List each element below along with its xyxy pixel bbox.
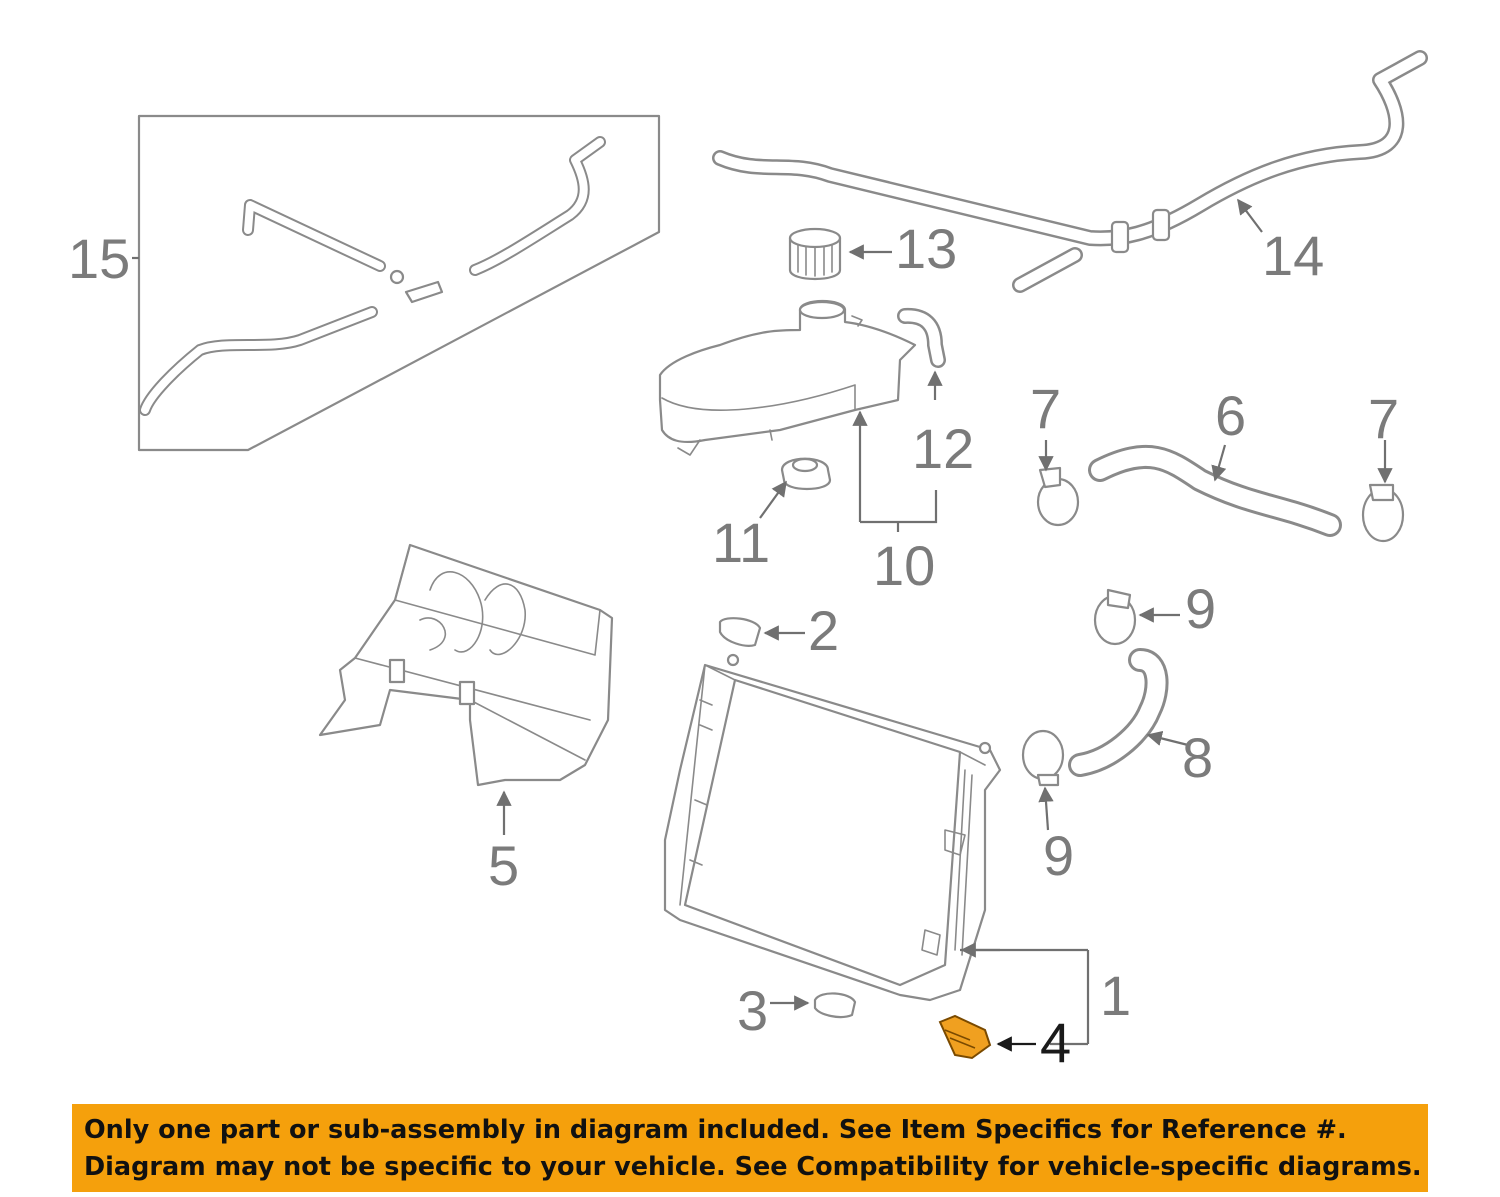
callout-5: 5 (488, 834, 519, 897)
callout-13: 13 (895, 217, 957, 280)
seal-2 (718, 617, 762, 647)
callout-1: 1 (1100, 964, 1131, 1027)
disclaimer-line-2: Diagram may not be specific to your vehi… (84, 1152, 1422, 1182)
callout-6: 6 (1215, 384, 1246, 447)
plug-3 (813, 992, 857, 1019)
clamp-9-bottom (1021, 729, 1065, 787)
hose-8 (1068, 648, 1169, 777)
reservoir-10 (658, 300, 917, 456)
baffle-5 (318, 543, 614, 787)
callout-2: 2 (808, 599, 839, 662)
clamp-9-top (1093, 588, 1137, 646)
callout-11: 11 (712, 511, 770, 574)
callout-12: 12 (912, 417, 974, 480)
clamp-7-right (1361, 483, 1405, 543)
callout-15: 15 (68, 227, 130, 290)
callout-4: 4 (1040, 1011, 1071, 1074)
callout-7-right: 7 (1368, 387, 1399, 450)
callout-3: 3 (737, 979, 768, 1042)
callout-8: 8 (1182, 726, 1213, 789)
clamp-7-left (1036, 466, 1080, 527)
callout-14: 14 (1262, 224, 1324, 287)
hose-6 (1088, 444, 1342, 537)
callout-7-left: 7 (1030, 377, 1061, 440)
disclaimer-line-1: Only one part or sub-assembly in diagram… (84, 1115, 1347, 1145)
grommet-11 (780, 457, 832, 490)
radiator-1 (663, 653, 1002, 1002)
drain-valve-4 (938, 1014, 992, 1060)
callout-9-top: 9 (1185, 577, 1216, 640)
hose-12 (897, 307, 946, 368)
callout-10: 10 (873, 534, 935, 597)
hose-kit-15 (137, 114, 661, 452)
hose-14 (712, 50, 1428, 293)
cap-13 (788, 227, 842, 280)
parts-diagram: 15 13 14 7 6 7 12 11 10 9 2 8 9 5 1 3 4 (68, 50, 1428, 1074)
leader-lines (132, 198, 1393, 1052)
disclaimer-banner: Only one part or sub-assembly in diagram… (72, 1104, 1428, 1192)
callout-9-bottom: 9 (1043, 824, 1074, 887)
